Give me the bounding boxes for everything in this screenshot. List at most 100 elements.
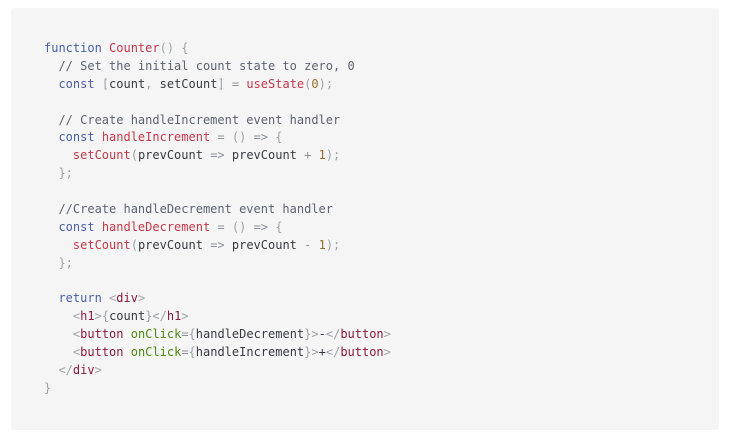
code-token: >	[181, 309, 189, 324]
code-token	[44, 166, 58, 180]
code-token: {	[188, 327, 196, 342]
code-token: }	[44, 380, 52, 395]
code-line: </div>	[44, 362, 391, 380]
code-token: 1	[318, 148, 326, 163]
code-token	[44, 345, 73, 359]
code-token: +	[296, 148, 319, 163]
code-token: onClick	[130, 327, 182, 342]
code-token	[44, 130, 58, 144]
code-token: =	[210, 219, 232, 234]
code-token: count	[109, 309, 146, 324]
code-token: };	[58, 255, 73, 270]
code-token: useState	[246, 76, 305, 91]
code-token: div	[72, 363, 95, 378]
code-token: =>	[253, 219, 269, 234]
code-token: button	[340, 345, 384, 360]
code-token: =	[181, 345, 189, 360]
code-token: }	[304, 327, 312, 342]
code-token	[44, 202, 58, 216]
code-token: }	[145, 309, 153, 324]
code-token: handleIncrement	[195, 345, 305, 360]
code-line: };	[44, 255, 391, 273]
code-token: =	[210, 130, 232, 145]
code-token: count	[109, 76, 146, 91]
code-token: //Create handleDecrement event handler	[58, 202, 333, 217]
code-token: // Set the initial count state to zero, …	[58, 58, 355, 73]
code-token: =>	[202, 148, 232, 163]
code-token	[95, 220, 102, 234]
code-token	[124, 327, 131, 341]
code-token	[44, 148, 73, 162]
code-token: >	[383, 327, 391, 342]
code-line	[44, 94, 391, 112]
code-token: };	[58, 166, 73, 181]
code-token: =	[224, 76, 247, 91]
code-token	[44, 113, 58, 127]
code-token: setCount	[159, 76, 218, 91]
code-token: handleDecrement	[195, 327, 305, 342]
code-line	[44, 183, 391, 201]
code-token: setCount	[72, 237, 131, 252]
code-token: h1	[166, 309, 182, 324]
code-token	[44, 59, 58, 73]
code-token	[44, 77, 58, 91]
code-content[interactable]: function Counter() { // Set the initial …	[44, 40, 391, 398]
code-token: (	[304, 76, 312, 91]
code-token: ]	[217, 76, 225, 91]
code-line: <button onClick={handleDecrement}>-</but…	[44, 326, 391, 344]
code-token	[44, 327, 73, 341]
code-token: // Create handleIncrement event handler	[58, 112, 341, 127]
code-token: </	[325, 327, 341, 342]
code-token: >	[311, 345, 319, 360]
code-token: {	[101, 309, 110, 324]
code-token: prevCount	[137, 148, 203, 163]
code-token: >	[137, 291, 146, 306]
code-token: ,	[145, 76, 160, 91]
code-token: {	[268, 219, 283, 234]
code-line	[44, 273, 391, 291]
code-token: =>	[202, 237, 232, 252]
code-token: Counter	[109, 41, 160, 55]
code-token: >	[383, 345, 391, 360]
code-token	[44, 256, 58, 270]
code-token: button	[340, 327, 384, 342]
code-token: 1	[318, 237, 326, 252]
code-line: <h1>{count}</h1>	[44, 308, 391, 326]
code-token	[95, 130, 102, 144]
code-line: // Set the initial count state to zero, …	[44, 58, 391, 76]
code-token: setCount	[72, 148, 131, 163]
code-token: <	[72, 327, 81, 342]
code-line: //Create handleDecrement event handler	[44, 201, 391, 219]
code-token: function	[44, 41, 102, 55]
code-token: const	[58, 130, 95, 145]
code-token	[44, 363, 58, 377]
code-block[interactable]: function Counter() { // Set the initial …	[11, 8, 719, 430]
code-line: }	[44, 380, 391, 398]
code-line: <button onClick={handleIncrement}>+</but…	[44, 344, 391, 362]
code-line: function Counter() {	[44, 40, 391, 58]
code-line: const handleDecrement = () => {	[44, 219, 391, 237]
code-token	[124, 345, 131, 359]
code-token: const	[58, 76, 95, 91]
code-line: return <div>	[44, 290, 391, 308]
code-token: );	[318, 76, 334, 91]
code-token: 0	[311, 76, 319, 91]
code-line: };	[44, 165, 391, 183]
code-token: </	[58, 363, 73, 378]
code-token: prevCount	[231, 148, 297, 163]
code-token: -	[318, 327, 326, 342]
code-line: setCount(prevCount => prevCount - 1);	[44, 237, 391, 255]
code-token: );	[325, 237, 341, 252]
code-line: // Create handleIncrement event handler	[44, 112, 391, 130]
code-token	[44, 220, 58, 234]
code-token: );	[325, 148, 341, 163]
code-token: onClick	[130, 345, 182, 360]
code-token: =>	[253, 130, 269, 145]
code-token: (	[130, 237, 138, 252]
code-token: =	[181, 327, 189, 342]
code-line: const handleIncrement = () => {	[44, 129, 391, 147]
code-token: {	[188, 345, 196, 360]
code-token: (	[130, 148, 138, 163]
code-token: const	[58, 219, 95, 234]
code-token	[44, 309, 73, 323]
